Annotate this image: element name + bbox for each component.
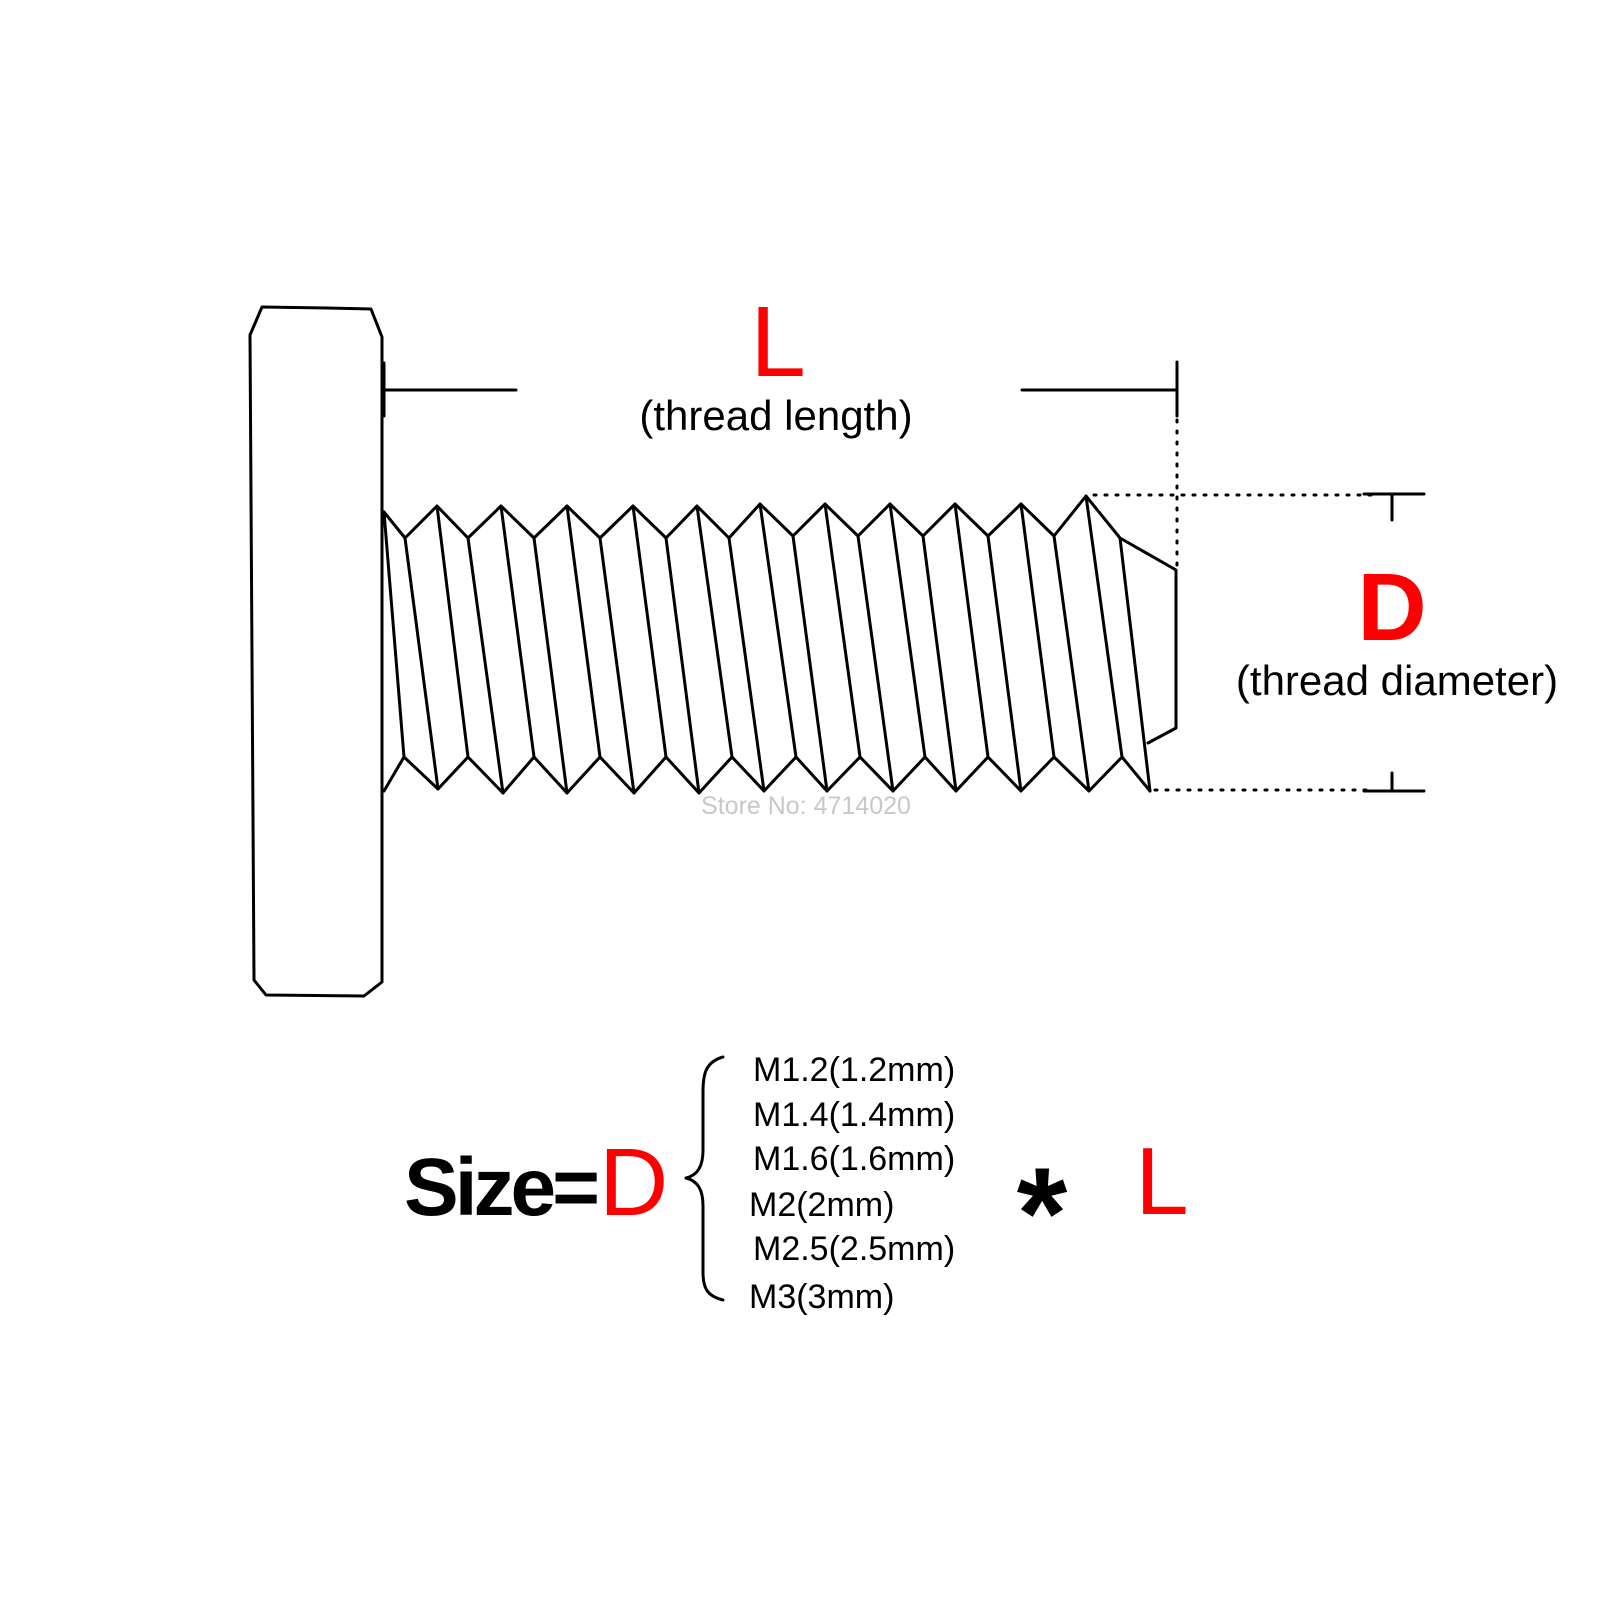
thread-flank-back: [598, 536, 636, 795]
size-option: M1.6(1.6mm): [753, 1140, 955, 1178]
size-option: M2.5(2.5mm): [753, 1230, 955, 1268]
thread-flank-back: [727, 536, 766, 793]
thread-top-crest: [382, 494, 1122, 540]
thread-tip: [1118, 536, 1178, 745]
thread-flank: [695, 504, 734, 759]
thread-flank: [435, 504, 470, 759]
screw-threads: [382, 494, 1178, 795]
length-symbol: L: [750, 286, 806, 398]
thread-flank-back: [466, 536, 505, 795]
size-formula: Size= D M1.2(1.2mm) M1.4(1.4mm) M1.6(1.6mm…: [404, 1051, 1189, 1316]
diameter-symbol: D: [1357, 554, 1426, 661]
thread-flank: [758, 502, 798, 759]
thread-flank-back: [791, 534, 829, 793]
size-option: M3(3mm): [749, 1278, 894, 1316]
thread-flank-back: [1052, 534, 1091, 793]
thread-flank-back: [856, 534, 895, 793]
thread-flank: [823, 502, 862, 759]
length-dimension: [382, 360, 1179, 572]
diameter-dimension: [1092, 492, 1426, 793]
size-option: M1.4(1.4mm): [753, 1096, 955, 1134]
formula-times: *: [1017, 1140, 1068, 1286]
thread-flank: [631, 504, 668, 759]
thread-flank: [499, 504, 536, 759]
thread-flank-back: [403, 536, 440, 791]
formula-size-list: M1.2(1.2mm) M1.4(1.4mm) M1.6(1.6mm) M2(2mm)…: [749, 1051, 955, 1316]
thread-flank: [382, 510, 406, 759]
thread-flank-back: [986, 534, 1023, 793]
thread-flank: [1019, 502, 1056, 759]
thread-flank: [953, 502, 990, 759]
thread-flank: [1084, 494, 1124, 759]
thread-flank-back: [664, 536, 701, 795]
watermark: Store No: 4714020: [701, 792, 911, 820]
thread-flank-back: [532, 536, 569, 795]
size-option: M1.2(1.2mm): [753, 1051, 955, 1089]
formula-l-symbol: L: [1135, 1128, 1188, 1235]
thread-flank-back: [1118, 536, 1152, 793]
thread-flank-back: [921, 534, 958, 793]
thread-flank: [565, 504, 602, 759]
size-option: M2(2mm): [749, 1186, 894, 1224]
thread-flank: [888, 502, 927, 759]
screw-head: [248, 305, 384, 998]
length-caption: (thread length): [639, 392, 912, 439]
formula-brace: [684, 1055, 725, 1302]
formula-d-symbol: D: [599, 1129, 668, 1236]
formula-prefix: Size=: [404, 1142, 597, 1233]
diameter-caption: (thread diameter): [1236, 657, 1558, 704]
